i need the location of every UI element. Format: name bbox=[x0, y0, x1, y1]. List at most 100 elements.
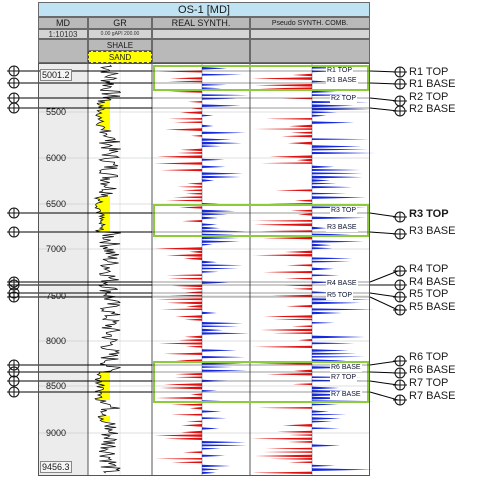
pseudo-synth-wiggle-peak bbox=[312, 335, 365, 339]
real-synth-wiggle-trough bbox=[185, 192, 202, 195]
real-synth-wiggle-peak bbox=[202, 325, 239, 328]
real-synth-wiggle-trough bbox=[184, 318, 202, 321]
track-tag-r4-base: R4 BASE bbox=[326, 280, 358, 288]
real-synth-column-header[interactable]: REAL SYNTH. bbox=[152, 17, 250, 29]
track-tag-r7-top: R7 TOP bbox=[330, 374, 358, 382]
real-synth-wiggle-trough bbox=[156, 155, 202, 159]
real-synth-wiggle-trough bbox=[158, 342, 202, 345]
pseudo-synth-wiggle-trough bbox=[281, 135, 312, 138]
real-synth-wiggle-peak bbox=[202, 369, 248, 372]
pseudo-synth-column-header[interactable]: Pseudo SYNTH. COMB. bbox=[250, 17, 370, 29]
real-synth-wiggle-trough bbox=[154, 247, 202, 250]
real-synth-wiggle-trough bbox=[173, 121, 202, 124]
horizon-label-r5-base[interactable]: R5 BASE bbox=[409, 301, 456, 313]
real-synth-wiggle-peak bbox=[202, 223, 218, 226]
pseudo-synth-wiggle-peak bbox=[312, 464, 336, 467]
real-synth-wiggle-trough bbox=[165, 128, 202, 131]
horizon-label-r7-base[interactable]: R7 BASE bbox=[409, 390, 456, 402]
real-synth-wiggle-peak bbox=[202, 216, 219, 220]
pseudo-synth-wiggle-trough bbox=[276, 430, 312, 433]
horizon-label-r2-base[interactable]: R2 BASE bbox=[409, 103, 456, 115]
track-tag-r7-base: R7 BASE bbox=[330, 391, 362, 399]
real-synth-wiggle-trough bbox=[168, 277, 202, 280]
horizon-label-r1-top[interactable]: R1 TOP bbox=[409, 66, 449, 78]
pseudo-header-pad bbox=[250, 39, 370, 63]
pseudo-synth-wiggle-trough bbox=[263, 315, 312, 318]
md-track-bg bbox=[38, 63, 88, 476]
pseudo-synth-wiggle-trough bbox=[288, 461, 312, 464]
real-synth-wiggle-trough bbox=[167, 80, 202, 83]
horizon-label-r4-base[interactable]: R4 BASE bbox=[409, 276, 456, 288]
pseudo-synth-wiggle-peak bbox=[312, 179, 331, 182]
pseudo-synth-wiggle-peak bbox=[312, 386, 340, 390]
real-synth-wiggle-trough bbox=[181, 430, 202, 434]
pseudo-synth-wiggle-trough bbox=[265, 118, 312, 120]
pseudo-synth-wiggle-peak bbox=[312, 148, 368, 151]
pseudo-synth-wiggle-peak bbox=[312, 145, 362, 148]
pseudo-synth-wiggle-peak bbox=[312, 111, 338, 114]
pseudo-synth-wiggle-peak bbox=[312, 444, 341, 447]
pseudo-synth-wiggle-trough bbox=[292, 73, 312, 77]
pseudo-synth-wiggle-peak bbox=[312, 260, 351, 263]
pseudo-synth-wiggle-peak bbox=[312, 427, 340, 430]
real-synth-wiggle-peak bbox=[202, 356, 245, 359]
real-header-pad bbox=[152, 39, 250, 63]
pseudo-synth-wiggle-peak bbox=[312, 410, 330, 413]
pseudo-synth-wiggle-trough bbox=[298, 339, 312, 342]
pseudo-synth-wiggle-trough bbox=[252, 471, 312, 475]
pseudo-synth-wiggle-peak bbox=[312, 104, 355, 108]
real-synth-wiggle-peak bbox=[202, 94, 249, 97]
horizon-label-r6-base[interactable]: R6 BASE bbox=[409, 364, 456, 376]
pseudo-synth-wiggle-peak bbox=[312, 468, 374, 471]
pseudo-synth-wiggle-peak bbox=[312, 172, 363, 175]
pseudo-synth-wiggle-trough bbox=[272, 318, 312, 321]
real-synth-wiggle-trough bbox=[166, 274, 202, 277]
pseudo-synth-wiggle-trough bbox=[272, 294, 312, 298]
pseudo-synth-wiggle-peak bbox=[312, 138, 370, 141]
pseudo-synth-wiggle-trough bbox=[253, 223, 312, 227]
horizon-leader-line bbox=[369, 360, 399, 366]
pseudo-synth-wiggle-trough bbox=[269, 155, 312, 159]
pseudo-synth-wiggle-peak bbox=[312, 165, 335, 169]
pseudo-synth-wiggle-peak bbox=[312, 175, 363, 179]
pseudo-synth-wiggle-trough bbox=[297, 213, 312, 216]
pseudo-synth-wiggle-trough bbox=[292, 383, 312, 386]
real-synth-wiggle-trough bbox=[174, 376, 202, 379]
horizon-label-r3-top[interactable]: R3 TOP bbox=[409, 208, 449, 220]
pseudo-synth-wiggle-peak bbox=[312, 267, 335, 271]
real-synth-wiggle-trough bbox=[175, 315, 202, 318]
real-synth-wiggle-trough bbox=[175, 373, 202, 376]
horizon-label-r6-top[interactable]: R6 TOP bbox=[409, 351, 449, 363]
pseudo-synth-wiggle-trough bbox=[287, 141, 312, 145]
real-synth-wiggle-peak bbox=[202, 271, 219, 273]
reservoir-window bbox=[153, 361, 369, 403]
real-synth-wiggle-peak bbox=[202, 165, 226, 169]
horizon-label-r2-top[interactable]: R2 TOP bbox=[409, 91, 449, 103]
pseudo-synth-wiggle-trough bbox=[265, 447, 312, 450]
real-synth-wiggle-peak bbox=[202, 158, 225, 161]
pseudo-synth-wiggle-peak bbox=[312, 226, 327, 230]
horizon-leader-line bbox=[369, 292, 399, 298]
pseudo-synth-wiggle-trough bbox=[284, 250, 312, 254]
horizon-label-r1-base[interactable]: R1 BASE bbox=[409, 78, 456, 90]
pseudo-synth-wiggle-peak bbox=[312, 420, 333, 423]
real-synth-wiggle-trough bbox=[170, 413, 202, 416]
horizon-label-r5-top[interactable]: R5 TOP bbox=[409, 288, 449, 300]
real-synth-wiggle-peak bbox=[202, 454, 226, 457]
pseudo-synth-wiggle-trough bbox=[282, 424, 312, 427]
horizon-label-r4-top[interactable]: R4 TOP bbox=[409, 263, 449, 275]
horizon-label-r3-base[interactable]: R3 BASE bbox=[409, 225, 456, 237]
md-column-header[interactable]: MD bbox=[38, 17, 88, 29]
horizon-label-r7-top[interactable]: R7 TOP bbox=[409, 377, 449, 389]
pseudo-synth-wiggle-peak bbox=[312, 90, 337, 93]
pseudo-synth-wiggle-peak bbox=[312, 114, 327, 117]
real-synth-wiggle-peak bbox=[202, 114, 214, 117]
real-synth-wiggle-peak bbox=[202, 138, 232, 141]
pseudo-synth-wiggle-peak bbox=[312, 121, 355, 124]
gr-column-header[interactable]: GR bbox=[88, 17, 152, 29]
pseudo-synth-wiggle-peak bbox=[312, 240, 365, 243]
depth-tick-label: 7500 bbox=[46, 291, 67, 301]
real-synth-wiggle-peak bbox=[202, 441, 246, 444]
real-synth-wiggle-peak bbox=[202, 124, 214, 128]
sand-legend: SAND bbox=[88, 51, 152, 63]
